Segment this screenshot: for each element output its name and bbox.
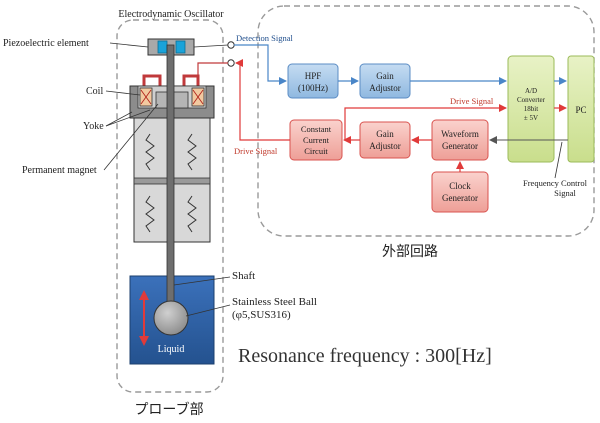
piezo-leader — [109, 42, 149, 48]
ad-converter-line2: Converter — [517, 96, 546, 104]
coil-lead-left — [142, 74, 162, 90]
yoke-label: Yoke — [83, 121, 104, 132]
clock-generator-line2: Generator — [442, 193, 478, 203]
hpf-label-line2: (100Hz) — [298, 83, 328, 93]
drive-signal-top-label: Drive Signal — [450, 96, 494, 106]
probe-section-label: プローブ部 — [134, 401, 203, 418]
coil-label: Coil — [86, 86, 103, 97]
oscillator-title: Electrodynamic Oscillator — [118, 9, 224, 20]
drive-signal-to-probe-wire — [235, 59, 290, 141]
piezo-element-left — [157, 40, 168, 54]
waveform-generator-block — [431, 119, 489, 161]
yoke-leader-1 — [105, 111, 133, 127]
ball-label-line2: (φ5,SUS316) — [232, 309, 291, 321]
coil-lead-right — [182, 74, 200, 90]
coil-right-winding — [192, 89, 204, 105]
frequency-control-label-line2: Signal — [554, 188, 576, 198]
piezo-element-right — [175, 40, 186, 54]
shaft-leader — [173, 276, 231, 286]
gain-adjustor-2-line2: Adjustor — [369, 141, 401, 151]
drive-signal-left-label: Drive Signal — [234, 146, 278, 156]
resonance-frequency-text: Resonance frequency : 300[Hz] — [238, 345, 492, 367]
yoke-leader-2 — [105, 109, 151, 127]
ad-converter-line4: ± 5V — [524, 114, 538, 122]
gain-adjustor-1-line1: Gain — [376, 71, 394, 81]
waveform-generator-line2: Generator — [442, 141, 478, 151]
detection-terminal — [227, 41, 235, 49]
ccc-line2: Current — [303, 135, 330, 145]
ccc-line3: Circuit — [304, 146, 328, 156]
spring-upper-left — [145, 133, 155, 171]
gain-adjustor-1-line2: Adjustor — [369, 83, 401, 93]
spring-upper-right — [187, 133, 197, 171]
shaft-label: Shaft — [232, 270, 255, 282]
ball-label-line1: Stainless Steel Ball — [232, 296, 317, 308]
ccc-line1: Constant — [301, 124, 332, 134]
frequency-control-label-line1: Frequency Control — [523, 178, 588, 188]
hpf-label-line1: HPF — [305, 71, 322, 81]
clock-generator-line1: Clock — [449, 181, 471, 191]
pc-label: PC — [575, 105, 586, 115]
magnet-label: Permanent magnet — [22, 165, 97, 176]
ad-converter-line3: 18bit — [524, 105, 538, 113]
spring-lower-right — [187, 195, 197, 233]
shaft — [166, 44, 175, 308]
circuit-section-label: 外部回路 — [382, 244, 438, 260]
gain-adjustor-2-block — [359, 121, 411, 159]
coil-leader — [105, 90, 141, 96]
frequency-control-leader — [554, 141, 563, 179]
ad-converter-block — [507, 55, 555, 163]
clock-generator-block — [431, 171, 489, 213]
vibration-arrow-up-head — [139, 290, 149, 300]
coil-left-winding — [140, 89, 152, 105]
piezo-to-terminal — [193, 44, 229, 48]
piezo-label: Piezoelectric element — [3, 38, 89, 49]
detection-signal-wire — [234, 44, 287, 85]
pc-block — [567, 55, 595, 163]
drive-signal-to-adc-wire — [344, 104, 507, 140]
magnet-leader — [103, 103, 159, 171]
waveform-generator-line1: Waveform — [441, 129, 479, 139]
ad-converter-line1: A/D — [525, 87, 537, 95]
liquid-label: Liquid — [158, 344, 185, 355]
drive-terminal — [227, 59, 235, 67]
stainless-steel-ball — [153, 300, 189, 336]
vibration-arrow-down-head — [139, 336, 149, 346]
spring-lower-left — [145, 195, 155, 233]
coil-to-terminal — [197, 62, 228, 82]
detection-signal-label: Detection Signal — [236, 33, 294, 43]
gain-adjustor-2-line1: Gain — [376, 129, 394, 139]
ball-leader — [185, 304, 231, 317]
probe-section-outline — [116, 19, 224, 393]
